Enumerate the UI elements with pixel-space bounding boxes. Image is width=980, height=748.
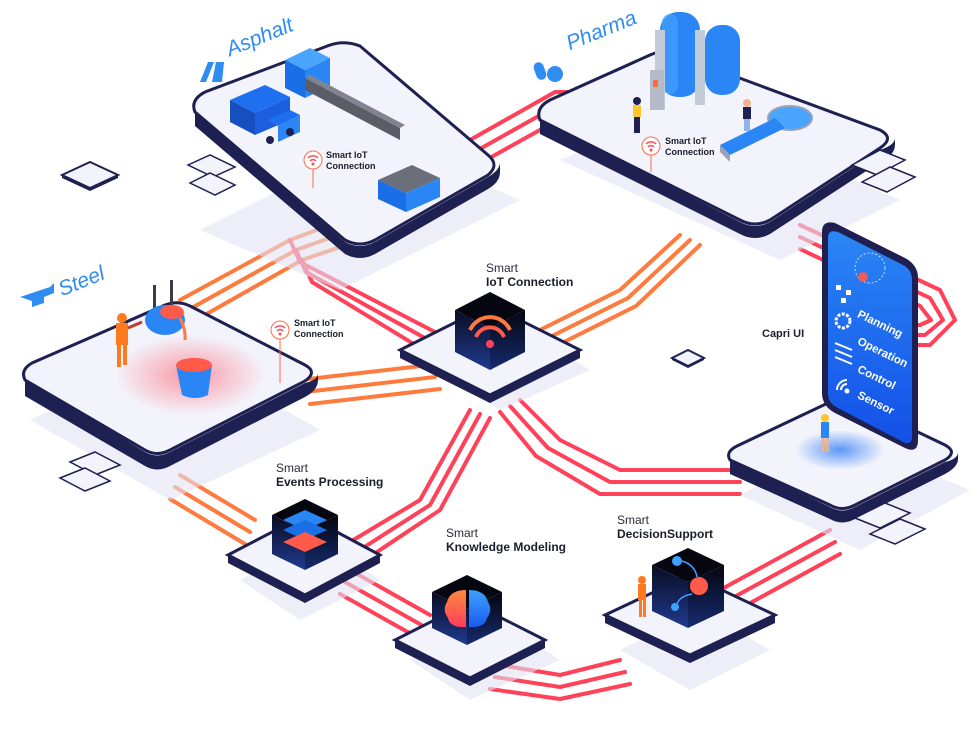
line-steel-iot [298, 363, 442, 406]
flowchart-icon [836, 285, 851, 303]
line-iot-capri [498, 398, 742, 496]
asphalt-iot-line1: Smart IoT [326, 150, 368, 160]
steel-iot-label: Smart IoT Connection [294, 318, 344, 340]
silo-illustration [650, 12, 740, 110]
worker-illustration [638, 576, 646, 617]
tablet-machine [720, 105, 813, 162]
capri-ui-label: Capri UI [762, 328, 805, 340]
brain-network-icon [854, 252, 886, 284]
decision-support-module[interactable] [601, 548, 779, 690]
crucible-illustration [176, 358, 212, 398]
steel-platform[interactable] [22, 280, 320, 500]
signal-icon [836, 379, 850, 394]
knowledge-modeling-title: Knowledge Modeling [446, 539, 566, 554]
decision-nodes-icon [671, 556, 708, 611]
person-illustration [633, 97, 641, 133]
asphalt-platform[interactable] [186, 41, 520, 290]
decision-support-title: DecisionSupport [617, 526, 714, 541]
layers-icon [283, 510, 327, 552]
decision-support-prefix: Smart [617, 513, 650, 527]
sliders-icon [834, 342, 853, 365]
events-processing-module[interactable] [224, 499, 384, 620]
pharma-iot-line1: Smart IoT [665, 136, 707, 146]
iot-connection-label: Smart IoT Connection [486, 261, 574, 290]
iot-connection-module[interactable] [396, 292, 590, 410]
steel-iot-line1: Smart IoT [294, 318, 336, 328]
steel-iot-line2: Connection [294, 328, 344, 339]
pill-icon [533, 62, 563, 82]
person-illustration [821, 414, 829, 452]
wifi-icon [468, 315, 512, 348]
small-tile [59, 160, 121, 191]
steel-iot-pin [270, 320, 290, 383]
small-tile [669, 348, 707, 368]
decision-support-label: Smart DecisionSupport [617, 513, 714, 542]
phone-device [822, 222, 918, 450]
asphalt-bin [378, 165, 440, 212]
iot-connection-prefix: Smart [486, 261, 519, 275]
connection-lines [168, 90, 957, 701]
pharma-platform[interactable] [537, 12, 917, 260]
pharma-iot-label: Smart IoT Connection [665, 136, 715, 158]
ladle-illustration [145, 280, 187, 341]
knowledge-modeling-label: Smart Knowledge Modeling [446, 526, 566, 555]
brain-icon [444, 590, 491, 628]
asphalt-iot-line2: Connection [326, 160, 376, 171]
asphalt-iot-pin [303, 150, 323, 188]
asphalt-iot-label: Smart IoT Connection [326, 150, 376, 172]
iot-connection-title: IoT Connection [486, 274, 574, 289]
events-processing-prefix: Smart [276, 461, 309, 475]
anvil-icon [20, 283, 54, 307]
road-icon [200, 62, 224, 82]
worker-illustration [116, 313, 143, 367]
knowledge-modeling-module[interactable] [391, 575, 560, 700]
pharma-iot-line2: Connection [665, 146, 715, 157]
pharma-iot-pin [641, 136, 661, 172]
capri-ui-platform[interactable] [727, 222, 970, 550]
line-iot-events [343, 408, 492, 562]
events-processing-label: Smart Events Processing [276, 461, 384, 490]
knowledge-modeling-prefix: Smart [446, 526, 479, 540]
truck-illustration [230, 85, 300, 144]
decorative-tiles [59, 160, 707, 368]
gear-icon [834, 312, 852, 330]
person-illustration [743, 99, 751, 131]
events-processing-title: Events Processing [276, 474, 384, 489]
line-pharma-iot [538, 233, 702, 348]
